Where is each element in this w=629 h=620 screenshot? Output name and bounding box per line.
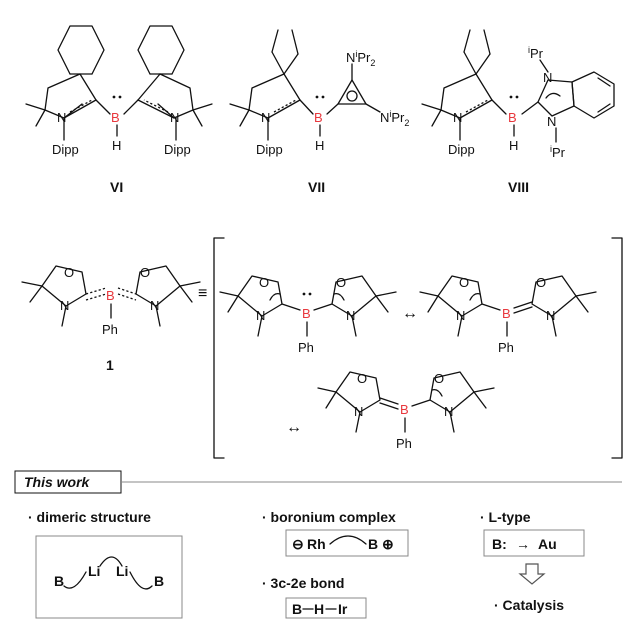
resonance-arrow-2: ↔ [286,419,302,436]
hydride-label-vii: H [315,138,324,153]
n-top-label-vii: NiPr2 [346,49,375,68]
dipp-label-viii: Dipp [448,142,475,157]
ipr-bottom-label-viii: iPr [550,144,566,160]
resonance-form-a: O N B Ph O N [219,275,397,355]
benzo-ring [571,71,615,119]
cyclohexane-right [137,25,185,75]
dimeric-title: · dimeric structure [28,509,151,525]
threecenter-b: B [292,601,302,617]
dipp-right-label: Dipp [164,142,191,157]
boron-label-vii: B [314,110,323,125]
equivalence-symbol: ≡ [198,285,207,302]
ph-label-1: Ph [102,322,118,337]
svg-text:O: O [357,371,367,386]
boronium-rh: Rh [307,536,326,552]
hydride-label: H [112,138,121,153]
n-right-label: N [170,110,179,125]
compound-1: O N B Ph O N 1 [21,265,201,373]
dimeric-li-left: Li [88,563,100,579]
boronium-plus: ⊕ [382,536,394,552]
svg-text:O: O [336,275,346,290]
bracket-left [213,237,225,459]
n-right-label-1: N [150,298,159,313]
hydride-label-viii: H [509,138,518,153]
threecenter-box [285,597,367,619]
boron-label-1: B [106,288,115,303]
n-label-viii: N [453,110,462,125]
n-left-label: N [57,110,66,125]
ltype-title: · L-type [480,509,531,525]
svg-text:N: N [444,404,453,419]
this-work-title: This work [24,474,91,490]
pyrrolidine-vii [248,73,301,119]
resonance-arrow-1: ↔ [402,305,418,322]
oxazolidine-left [41,265,87,307]
boronium-minus: ⊖ [292,536,304,552]
svg-text:N: N [546,308,555,323]
svg-text:O: O [434,371,444,386]
down-arrow-icon [518,563,546,585]
oxazolidine-right [135,265,181,307]
svg-text:B: B [302,306,311,321]
compound-vii: N Dipp B H NiPr2 NiPr2 VII [229,29,409,195]
boronium-box [285,529,409,557]
n-right-label-vii: NiPr2 [380,109,409,128]
bracket-right [611,237,623,459]
compound-viii: N Dipp B H N iPr N iPr VIII [421,29,615,195]
svg-text:O: O [459,275,469,290]
ipr-top-label-viii: iPr [528,45,544,61]
ltype-box [483,529,585,557]
svg-text:O: O [536,275,546,290]
boron-label: B [111,110,120,125]
catalysis-title: · Catalysis [494,597,564,613]
resonance-form-c: O N B Ph O N [317,371,495,451]
imidazolium-ring [537,79,575,117]
resonance-form-b: O N B Ph O N [419,275,597,355]
threecenter-ir: Ir [338,601,348,617]
threecenter-h: H [314,601,324,617]
dipp-left-label: Dipp [52,142,79,157]
n-top-label-viii: N [543,70,552,85]
ltype-arrow: → [516,536,530,552]
dimeric-li-right: Li [116,563,128,579]
svg-text:B: B [400,402,409,417]
boronium-b: B [368,536,378,552]
svg-text:N: N [256,308,265,323]
cyclopropenium-ring [337,79,367,105]
compound-vi-label: VI [110,179,123,195]
pyrrolidine-viii [440,73,493,119]
dimeric-b-left: B [54,573,64,589]
ltype-au: Au [538,536,557,552]
n-label-vii: N [261,110,270,125]
svg-text:B: B [502,306,511,321]
o-left-label: O [64,265,74,280]
svg-text:O: O [259,275,269,290]
svg-text:Ph: Ph [498,340,514,355]
compound-viii-label: VIII [508,179,529,195]
dipp-label-vii: Dipp [256,142,283,157]
compound-vii-label: VII [308,179,325,195]
n-bottom-label-viii: N [547,114,556,129]
svg-text:Ph: Ph [396,436,412,451]
o-right-label: O [140,265,150,280]
dimeric-b-right: B [154,573,164,589]
dimeric-box [35,535,183,619]
compound-vi: N Dipp B H N Dipp VI [25,25,213,195]
boron-label-viii: B [508,110,517,125]
svg-text:N: N [346,308,355,323]
svg-text:N: N [456,308,465,323]
ltype-b: B: [492,536,507,552]
svg-text:N: N [354,404,363,419]
threecenter-title: · 3c-2e bond [262,575,344,591]
compound-1-label: 1 [106,357,114,373]
svg-text:Ph: Ph [298,340,314,355]
n-left-label-1: N [60,298,69,313]
cyclohexane-left [57,25,105,75]
boronium-title: · boronium complex [262,509,396,525]
